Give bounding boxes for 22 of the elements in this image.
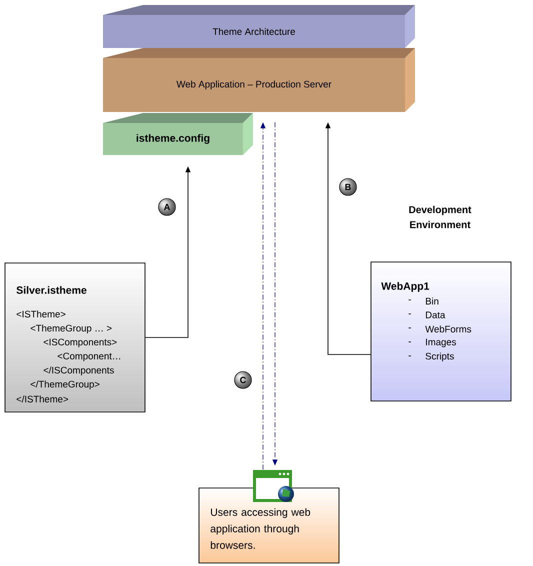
file-name: Silver.istheme — [16, 286, 86, 294]
list-item: <Component… — [58, 352, 120, 362]
server-slab: Web Application – Production Server — [103, 48, 415, 112]
step-badge: C — [234, 371, 252, 389]
list-item: Data — [426, 312, 446, 318]
list-item: <ISComponents> — [44, 338, 117, 348]
framework-slab: Theme Architecture — [103, 5, 415, 48]
list-item: Bin — [426, 298, 438, 304]
list-item: </ThemeGroup> — [30, 380, 100, 390]
list-item: </ISTheme> — [16, 396, 68, 402]
list-item: </ISComponents — [44, 366, 114, 376]
list-item: <ISTheme> — [16, 310, 66, 318]
step-badge: A — [158, 198, 176, 216]
list-item: <ThemeGroup … > — [30, 324, 112, 334]
heading: Development Environment — [409, 206, 472, 228]
config-slab: istheme.config — [103, 113, 253, 155]
list-item: Images — [426, 338, 456, 348]
list-item: WebForms — [425, 326, 472, 332]
list-item: Scripts — [426, 352, 454, 362]
caption-text: Users accessing web application through browsers. — [210, 508, 310, 549]
file-name: WebApp1 — [381, 282, 430, 292]
step-badge: B — [339, 178, 357, 196]
